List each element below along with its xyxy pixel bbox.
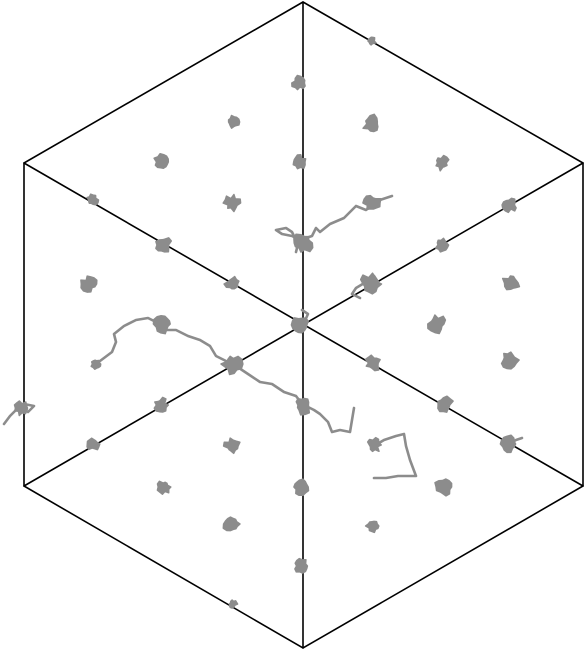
particle-cluster [362,113,379,133]
particle-cluster [437,395,454,413]
particle-cluster [434,478,453,497]
particle-cluster [153,396,170,413]
particle-cluster [359,272,383,295]
particle-cluster [228,599,239,609]
particle-cluster [152,314,171,335]
particle-cluster [155,237,173,253]
particle-cluster [500,351,520,370]
particle-cluster [435,154,450,172]
particle-cluster [86,193,100,206]
particle-cluster [222,437,241,455]
particle-cluster [366,436,382,453]
particle-cluster [156,480,172,495]
particle-cluster [294,557,309,574]
particle-cluster [222,193,242,213]
particle-cluster [86,437,101,451]
particle-cluster [90,359,102,370]
particle-cluster [434,237,450,253]
particle-cluster [501,197,517,214]
particles [13,36,521,609]
particle-trajectory [372,432,418,480]
particle-cluster [292,153,307,170]
particle-cluster [220,355,244,376]
particle-cluster [295,397,311,416]
particle-trajectory [274,194,394,254]
particle-cluster [362,194,382,211]
particle-cluster [227,114,241,129]
particle-cluster [427,314,447,335]
particle-cluster [367,36,377,46]
particle-cluster [293,233,314,253]
particle-cluster [364,520,380,534]
particle-cluster [223,275,240,290]
particle-cluster [364,354,381,372]
particle-cluster [499,434,517,454]
particle-cluster [501,275,521,291]
particle-cluster [222,516,241,532]
particle-cluster [153,152,170,170]
particle-cluster [13,400,29,417]
particle-cluster [290,317,309,334]
particle-trajectory [94,316,356,434]
particle-cluster [291,74,306,91]
particle-cluster [293,478,310,497]
particle-cluster [80,275,98,293]
